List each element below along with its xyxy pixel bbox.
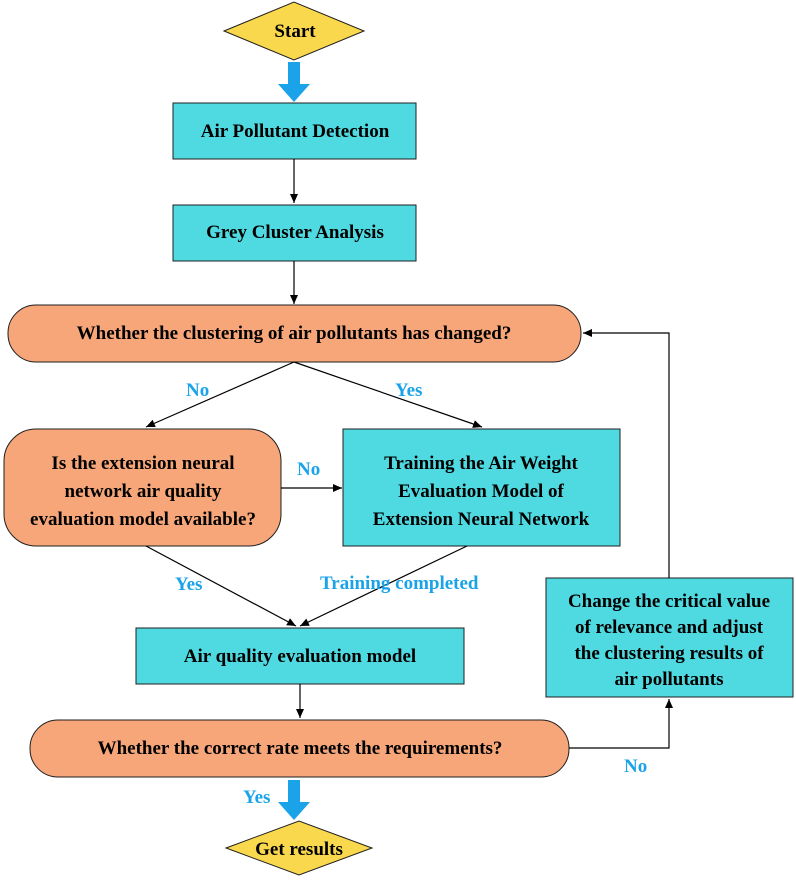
- arrow-no-branch: [145, 361, 295, 428]
- arrow-training-to-evaluation: [299, 545, 468, 627]
- get-results-terminal: Get results: [224, 820, 374, 876]
- model-available-line-2: network air quality: [65, 481, 222, 502]
- adjust-line-1: Change the critical value: [568, 591, 770, 612]
- grey-cluster-label: Grey Cluster Analysis: [206, 222, 384, 243]
- arrow-adjust-to-clustering: [583, 329, 670, 578]
- model-available-line-1: Is the extension neural: [51, 453, 234, 474]
- start-terminal: Start: [222, 1, 366, 61]
- adjust-line-4: air pollutants: [615, 669, 724, 690]
- model-available-line-3: evaluation model available?: [30, 509, 256, 530]
- big-arrow-top: [278, 62, 310, 102]
- detection-label: Air Pollutant Detection: [201, 121, 390, 142]
- adjust-process: Change the critical value of relevance a…: [545, 577, 794, 698]
- training-process: Training the Air Weight Evaluation Model…: [342, 428, 621, 547]
- training-line-3: Extension Neural Network: [373, 509, 590, 530]
- correct-rate-decision: Whether the correct rate meets the requi…: [29, 719, 570, 778]
- label-no-left: No: [186, 380, 209, 401]
- label-no-feedback: No: [624, 756, 647, 777]
- model-available-decision: Is the extension neural network air qual…: [3, 428, 282, 547]
- start-label: Start: [274, 21, 316, 42]
- arrow-yes-branch: [293, 361, 483, 428]
- adjust-line-2: of relevance and adjust: [575, 617, 764, 638]
- big-arrow-bottom: [278, 780, 310, 820]
- label-no-middle: No: [297, 459, 320, 480]
- arrow-rate-no-to-adjust: [569, 699, 673, 749]
- label-yes-final: Yes: [243, 787, 270, 808]
- label-yes-lower: Yes: [175, 574, 202, 595]
- clustering-changed-label: Whether the clustering of air pollutants…: [77, 323, 512, 344]
- get-results-label: Get results: [255, 839, 343, 860]
- label-training-completed: Training completed: [320, 573, 479, 594]
- clustering-changed-decision: Whether the clustering of air pollutants…: [7, 304, 582, 363]
- arrow-model-yes-to-evaluation: [145, 545, 297, 627]
- training-line-1: Training the Air Weight: [384, 453, 578, 474]
- evaluation-model-label: Air quality evaluation model: [184, 646, 416, 667]
- evaluation-model-process: Air quality evaluation model: [135, 627, 465, 685]
- grey-cluster-process: Grey Cluster Analysis: [172, 204, 417, 262]
- detection-process: Air Pollutant Detection: [172, 102, 417, 160]
- label-yes-right: Yes: [395, 380, 422, 401]
- correct-rate-label: Whether the correct rate meets the requi…: [98, 738, 503, 759]
- training-line-2: Evaluation Model of: [398, 481, 564, 502]
- adjust-line-3: the clustering results of: [574, 643, 764, 664]
